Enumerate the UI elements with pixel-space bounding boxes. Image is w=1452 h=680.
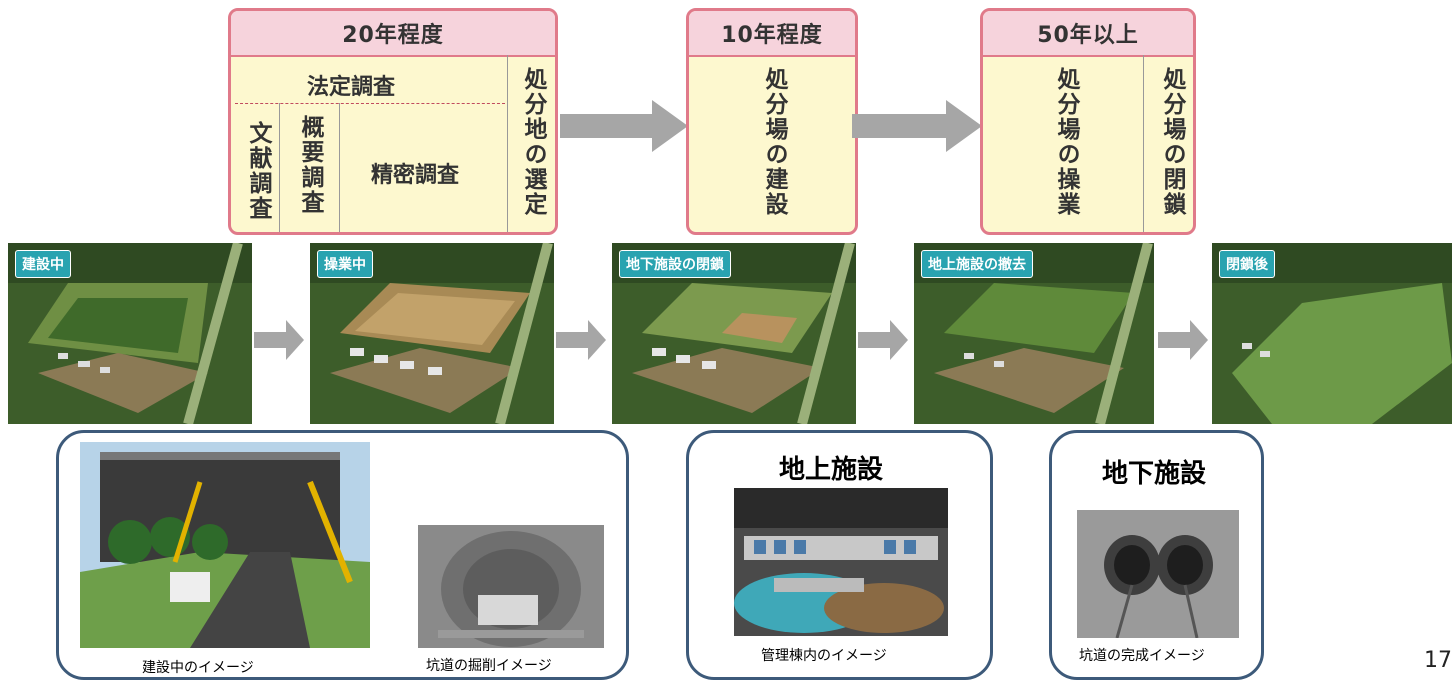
- aerial-surface-removal-image: [914, 243, 1154, 424]
- underground-facility-panel: 地下施設 坑道の完成イメージ: [1049, 430, 1264, 680]
- outline-survey-label: 概要調査: [297, 115, 323, 215]
- surface-facility-title: 地上施設: [779, 455, 884, 485]
- phase-survey-box: 20年程度 法定調査 文献調査 概要調査 精密調査 処分地の選定: [228, 8, 558, 235]
- surface-facility-panel: 地上施設 管理棟内のイメージ: [686, 430, 993, 680]
- divider-1: [279, 103, 280, 232]
- site-selection-label: 処分地の選定: [520, 67, 546, 217]
- phase-survey-duration: 20年程度: [231, 11, 555, 57]
- arrow-right-icon: [852, 100, 982, 152]
- construction-site-image: [80, 442, 370, 648]
- completed-tunnel-image: [1077, 510, 1239, 638]
- stage-label: 地下施設の閉鎖: [619, 250, 731, 278]
- arrow-right-icon: [556, 320, 606, 360]
- divider-4: [1143, 55, 1144, 232]
- closure-label: 処分場の閉鎖: [1159, 67, 1185, 217]
- completed-tunnel-caption: 坑道の完成イメージ: [1079, 648, 1205, 664]
- stage-label: 建設中: [15, 250, 71, 278]
- tunnel-excavation-image: [418, 525, 604, 648]
- stage-label: 閉鎖後: [1219, 250, 1275, 278]
- construction-panel: 建設中のイメージ 坑道の掘削イメージ: [56, 430, 629, 680]
- underground-facility-title: 地下施設: [1102, 459, 1207, 489]
- tunnel-excavation-caption: 坑道の掘削イメージ: [426, 658, 552, 674]
- stage-image-operation: 操業中: [310, 243, 554, 424]
- phase-construction-duration: 10年程度: [689, 11, 855, 57]
- stage-image-underground-closure: 地下施設の閉鎖: [612, 243, 856, 424]
- arrow-right-icon: [560, 100, 688, 152]
- divider-2: [339, 103, 340, 232]
- control-room-image: [734, 488, 948, 636]
- legal-survey-label: 法定調査: [307, 75, 396, 100]
- phase-construction-box: 10年程度 処分場の建設: [686, 8, 858, 235]
- phase-operation-duration: 50年以上: [983, 11, 1193, 57]
- page-number: 17: [1424, 648, 1452, 673]
- arrow-right-icon: [858, 320, 908, 360]
- construction-site-caption: 建設中のイメージ: [142, 660, 254, 676]
- stage-image-construction: 建設中: [8, 243, 252, 424]
- literature-survey-label: 文献調査: [245, 121, 271, 221]
- phase-operation-box: 50年以上 処分場の操業 処分場の閉鎖: [980, 8, 1196, 235]
- stage-label: 操業中: [317, 250, 373, 278]
- arrow-right-icon: [254, 320, 304, 360]
- detailed-survey-label: 精密調査: [371, 163, 460, 188]
- arrow-right-icon: [1158, 320, 1208, 360]
- construction-label: 処分場の建設: [761, 67, 787, 217]
- stage-label: 地上施設の撤去: [921, 250, 1033, 278]
- stage-image-surface-removal: 地上施設の撤去: [914, 243, 1154, 424]
- aerial-construction-image: [8, 243, 252, 424]
- control-room-caption: 管理棟内のイメージ: [761, 648, 887, 664]
- operation-label: 処分場の操業: [1053, 67, 1079, 217]
- legal-survey-divider: [235, 103, 505, 104]
- divider-3: [507, 55, 508, 232]
- stage-image-post-closure: 閉鎖後: [1212, 243, 1452, 424]
